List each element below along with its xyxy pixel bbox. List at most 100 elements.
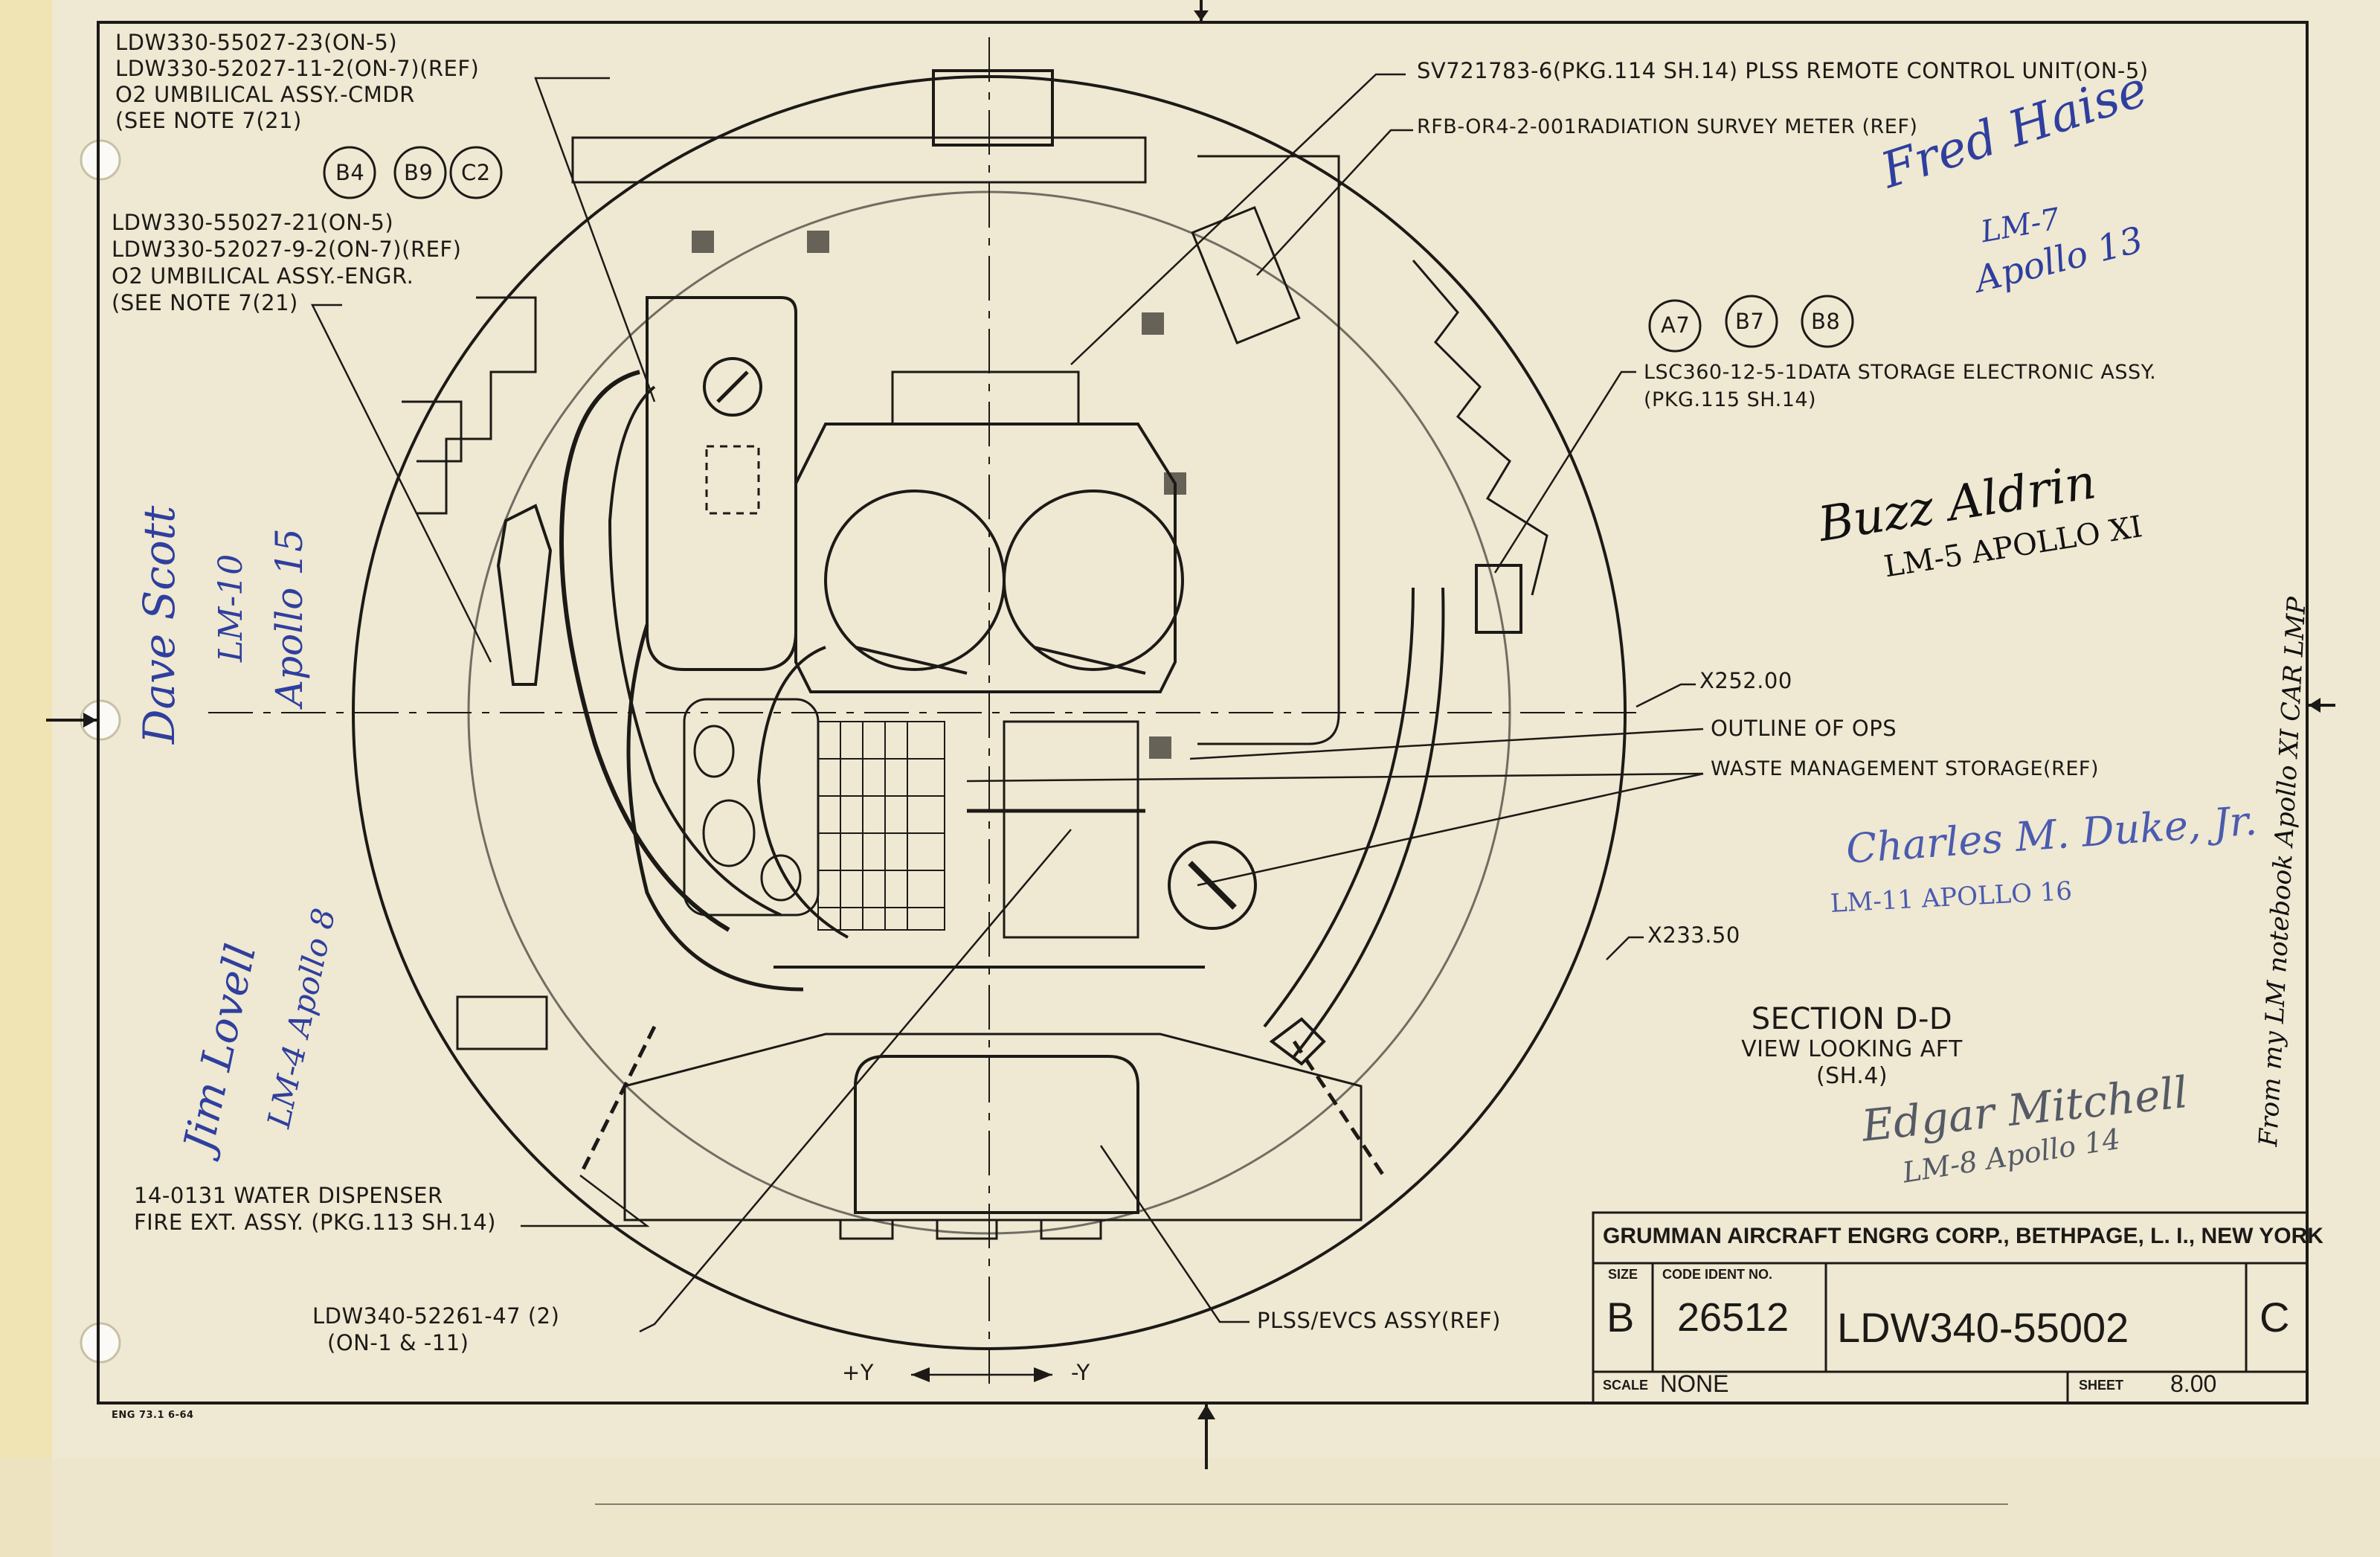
plss-gauge xyxy=(703,357,762,417)
plss-pack-left xyxy=(646,296,797,671)
top-hatch-frame xyxy=(571,136,1147,184)
plss-gauge-needle xyxy=(716,370,749,403)
umbilical-hose-4 xyxy=(756,646,849,939)
right-rail xyxy=(1263,587,1415,1028)
waste-port-bar xyxy=(1188,861,1237,910)
label-minus-y: -Y xyxy=(1071,1360,1090,1385)
left-stepped-panel xyxy=(416,296,537,515)
leader-data-storage xyxy=(1493,370,1636,574)
lower-left-unit xyxy=(683,698,820,916)
title-block-company: GRUMMAN AIRCRAFT ENGRG CORP., BETHPAGE, … xyxy=(1603,1224,2323,1248)
port-1 xyxy=(693,725,735,778)
signature-left-1: Dave Scott xyxy=(134,505,184,744)
label-x252: X252.00 xyxy=(1699,668,1792,693)
leader-waste xyxy=(966,772,1704,783)
grid-storage xyxy=(817,721,945,931)
title-block-sheet: 8.00 xyxy=(2170,1370,2217,1397)
lower-floor xyxy=(623,1033,1363,1221)
zone-tag-a7: A7 xyxy=(1661,312,1691,338)
leader-water xyxy=(521,1175,650,1227)
form-number: ENG 73.1 6-64 xyxy=(112,1410,194,1421)
title-block-code-label: CODE IDENT NO. xyxy=(1662,1267,1773,1282)
label-plus-y: +Y xyxy=(842,1360,875,1385)
label-water-dispenser: 14-0131 WATER DISPENSER xyxy=(134,1183,443,1208)
leader-plss-evcs xyxy=(1099,1145,1250,1323)
section-view: VIEW LOOKING AFT xyxy=(1741,1036,1963,1062)
label-engr-part-1: LDW330-55027-21(ON-5) xyxy=(112,210,394,235)
zone-tag-b8: B8 xyxy=(1811,309,1841,334)
leader-cmdr xyxy=(534,77,656,402)
ops-tank-strap-left xyxy=(855,646,968,675)
hatch-mark-3 xyxy=(1142,312,1164,335)
arrow-top xyxy=(1194,10,1209,21)
port-2 xyxy=(702,799,756,867)
leader-outline-ops xyxy=(1189,728,1704,760)
title-block xyxy=(1592,1211,2309,1404)
left-rod xyxy=(578,1025,657,1177)
right-rod xyxy=(1292,1040,1386,1177)
leader-x233 xyxy=(1606,936,1644,960)
floor-foot-1 xyxy=(839,1219,894,1240)
label-cmdr-part-1: LDW330-55027-23(ON-5) xyxy=(115,30,398,55)
signature-left-1-apollo: Apollo 15 xyxy=(268,528,311,707)
paper-edge-left xyxy=(0,0,52,1557)
label-plss-evcs: PLSS/EVCS ASSY(REF) xyxy=(1257,1308,1501,1333)
label-engr-note: (SEE NOTE 7(21) xyxy=(112,290,298,315)
title-block-revision: C xyxy=(2260,1294,2290,1341)
waste-port xyxy=(1168,841,1257,930)
label-x233: X233.50 xyxy=(1647,922,1740,948)
punch-hole-top xyxy=(80,139,121,181)
floor-foot-2 xyxy=(936,1219,998,1240)
title-block-sheet-label: SHEET xyxy=(2079,1378,2124,1393)
hatch-mark-2 xyxy=(807,231,829,253)
left-clip xyxy=(496,504,553,686)
label-plss-remote: SV721783-6(PKG.114 SH.14) PLSS REMOTE CO… xyxy=(1417,58,2149,83)
umbilical-hose-3 xyxy=(626,624,804,992)
leader-engr xyxy=(310,304,492,663)
paper-edge-bottom xyxy=(0,1458,2380,1557)
waste-storage-box xyxy=(1003,720,1139,939)
title-block-size: B xyxy=(1606,1294,1635,1341)
left-stepped-panel-2 xyxy=(402,400,463,463)
plss-evcs-tub xyxy=(854,1055,1139,1214)
section-title: SECTION D-D xyxy=(1751,1002,1953,1036)
ops-tank-right xyxy=(1003,489,1184,671)
punch-hole-bottom xyxy=(80,1322,121,1364)
y-arrow-right xyxy=(1034,1367,1052,1382)
cabin-section xyxy=(208,37,1636,1384)
section-sheet-ref: (SH.4) xyxy=(1815,1063,1888,1089)
label-engr-part-2: LDW330-52027-9-2(ON-7)(REF) xyxy=(112,237,462,262)
arrow-right xyxy=(2309,698,2320,713)
leader-ldw340 xyxy=(639,829,1072,1333)
label-radiation-meter: RFB-OR4-2-001RADIATION SURVEY METER (REF… xyxy=(1417,115,1918,138)
arrow-bottom xyxy=(1197,1404,1215,1419)
label-fire-ext: FIRE EXT. ASSY. (PKG.113 SH.14) xyxy=(134,1210,496,1235)
label-outline-ops: OUTLINE OF OPS xyxy=(1711,716,1897,741)
leader-x252 xyxy=(1636,683,1696,708)
ops-tank-strap-right xyxy=(1033,646,1146,675)
right-rail-2 xyxy=(1293,587,1445,1058)
hatch-mark-1 xyxy=(692,231,714,253)
zone-tag-b4: B4 xyxy=(335,160,365,185)
umbilical-hose-1 xyxy=(559,370,730,932)
hatch-mark-4 xyxy=(1164,472,1186,495)
label-data-storage-pkg: (PKG.115 SH.14) xyxy=(1644,388,1817,411)
zone-tag-b9: B9 xyxy=(404,160,434,185)
umbilical-hose-2 xyxy=(608,385,782,916)
label-ldw340: LDW340-52261-47 (2) xyxy=(312,1303,560,1329)
title-block-code: 26512 xyxy=(1677,1295,1789,1340)
arrow-left xyxy=(83,713,97,728)
port-3 xyxy=(760,854,802,902)
leader-radiation xyxy=(1256,129,1413,276)
right-lower-bracket xyxy=(1269,1017,1326,1066)
label-ldw340-effectivity: (ON-1 & -11) xyxy=(327,1330,469,1355)
label-cmdr-note: (SEE NOTE 7(21) xyxy=(115,108,302,133)
radiation-meter xyxy=(1191,206,1301,344)
title-block-scale-label: SCALE xyxy=(1603,1378,1649,1393)
label-engr-umbilical: O2 UMBILICAL ASSY.-ENGR. xyxy=(112,263,414,289)
zone-circles-left xyxy=(323,146,503,199)
title-block-drawing-number: LDW340-55002 xyxy=(1837,1304,2129,1351)
label-data-storage: LSC360-12-5-1DATA STORAGE ELECTRONIC ASS… xyxy=(1644,361,2157,384)
label-waste-management: WASTE MANAGEMENT STORAGE(REF) xyxy=(1711,757,2099,780)
